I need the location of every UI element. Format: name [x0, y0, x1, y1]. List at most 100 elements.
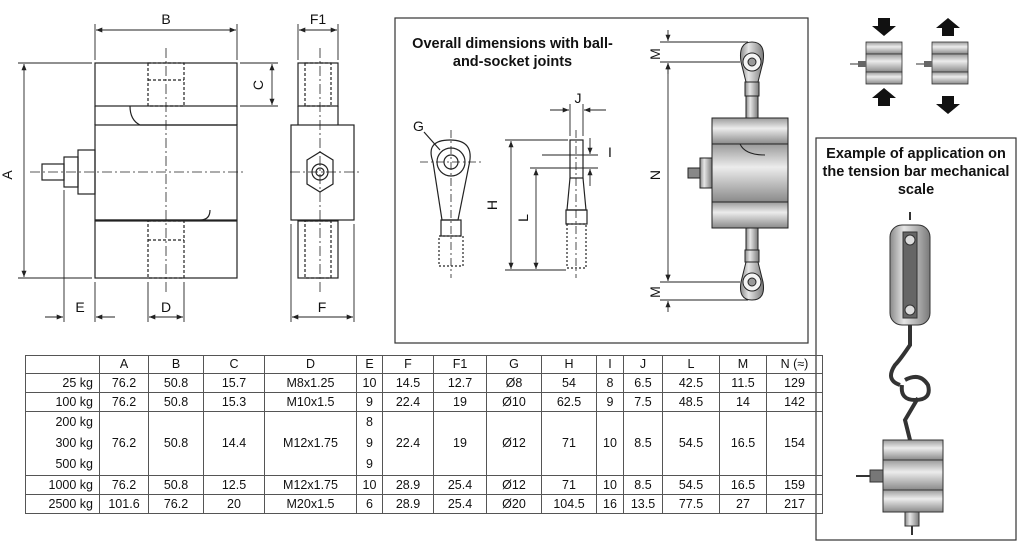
- table-header-cell: G: [486, 355, 542, 374]
- dim-label-e: E: [75, 299, 84, 315]
- compression-direction-icon: [850, 18, 903, 106]
- cell-g: Ø20: [486, 494, 542, 514]
- cell-m: 14: [719, 392, 767, 412]
- capacity-500: 500 kg: [55, 457, 93, 471]
- cell-h: 71: [541, 411, 597, 476]
- cell-n: 159: [766, 475, 823, 495]
- cell-g: Ø12: [486, 475, 542, 495]
- cell-i: 10: [596, 411, 624, 476]
- rod-end-side: [565, 130, 588, 278]
- cell-a: 101.6: [99, 494, 149, 514]
- cell-m: 16.5: [719, 411, 767, 476]
- table-header-cell: C: [203, 355, 265, 374]
- dimension-l: [530, 167, 566, 269]
- cell-b: 50.8: [148, 392, 204, 412]
- cell-f1: 19: [433, 411, 487, 476]
- cell-n: 142: [766, 392, 823, 412]
- cell-e: 6: [356, 494, 383, 514]
- table-row: 200 kg 300 kg 500 kg 76.2 50.8 14.4 M12x…: [25, 411, 823, 476]
- dim-label-a: A: [0, 170, 15, 180]
- table-header-cell: L: [662, 355, 720, 374]
- dim-label-f1: F1: [310, 11, 327, 27]
- dim-label-j: J: [575, 90, 582, 106]
- table-header-row: A B C D E F F1 G H I J L M N (≈): [25, 355, 823, 374]
- cell-f1: 19: [433, 392, 487, 412]
- cell-f: 14.5: [382, 373, 434, 393]
- ball-joint-panel-frame: [394, 17, 809, 344]
- table-header-cell: A: [99, 355, 149, 374]
- ball-joint-panel-title: Overall dimensions with ball-and-socket …: [412, 36, 613, 70]
- capacity-cell: 1000 kg: [25, 475, 100, 495]
- cell-e: 9: [366, 436, 373, 450]
- cell-e-group: 8 9 9: [356, 411, 383, 476]
- cell-f: 28.9: [382, 494, 434, 514]
- cell-g: Ø8: [486, 373, 542, 393]
- cell-h: 62.5: [541, 392, 597, 412]
- table-header-cell: E: [356, 355, 383, 374]
- cell-b: 76.2: [148, 494, 204, 514]
- table-header-cell: M: [719, 355, 767, 374]
- cell-j: 13.5: [623, 494, 663, 514]
- cell-c: 12.5: [203, 475, 265, 495]
- dimension-j: [550, 104, 606, 136]
- application-panel-title: Example of application on the tension ba…: [822, 146, 1010, 198]
- cell-d: M12x1.75: [264, 411, 357, 476]
- tension-bar-scale-illustration: [856, 212, 944, 535]
- load-cell-side-view: [290, 48, 360, 292]
- cell-a: 76.2: [99, 392, 149, 412]
- cell-a: 76.2: [99, 475, 149, 495]
- dim-label-m-top: M: [647, 48, 663, 60]
- capacity-200: 200 kg: [55, 415, 93, 429]
- cell-f: 28.9: [382, 475, 434, 495]
- table-row: 25 kg 76.2 50.8 15.7 M8x1.25 10 14.5 12.…: [25, 373, 823, 393]
- cell-m: 16.5: [719, 475, 767, 495]
- cell-i: 10: [596, 475, 624, 495]
- cell-f: 22.4: [382, 411, 434, 476]
- capacity-cell: 2500 kg: [25, 494, 100, 514]
- cell-e: 10: [356, 475, 383, 495]
- cell-j: 8.5: [623, 475, 663, 495]
- cell-f1: 12.7: [433, 373, 487, 393]
- cell-b: 50.8: [148, 475, 204, 495]
- cell-f1: 25.4: [433, 475, 487, 495]
- dimension-f1: [297, 24, 339, 60]
- dim-label-n: N: [647, 170, 663, 180]
- dimension-d: [147, 282, 185, 322]
- dim-label-f: F: [318, 299, 327, 315]
- table-header-cell: B: [148, 355, 204, 374]
- cell-h: 54: [541, 373, 597, 393]
- dim-label-m-bottom: M: [647, 286, 663, 298]
- cell-c: 14.4: [203, 411, 265, 476]
- specification-table: A B C D E F F1 G H I J L M N (≈) 25 kg 7…: [25, 355, 823, 514]
- cell-i: 9: [596, 392, 624, 412]
- load-cell-front-view: [30, 48, 245, 292]
- dimension-m-n: [660, 30, 748, 312]
- cell-h: 71: [541, 475, 597, 495]
- cell-d: M12x1.75: [264, 475, 357, 495]
- cell-e: 9: [366, 457, 373, 471]
- cell-i: 8: [596, 373, 624, 393]
- capacity-cell: 100 kg: [25, 392, 100, 412]
- cell-e: 8: [366, 415, 373, 429]
- cell-j: 8.5: [623, 411, 663, 476]
- cell-c: 20: [203, 494, 265, 514]
- dimension-f: [290, 224, 355, 322]
- cell-c: 15.3: [203, 392, 265, 412]
- cell-l: 42.5: [662, 373, 720, 393]
- cell-b: 50.8: [148, 411, 204, 476]
- cell-e: 9: [356, 392, 383, 412]
- cell-l: 77.5: [662, 494, 720, 514]
- table-header-cell: D: [264, 355, 357, 374]
- cell-n: 217: [766, 494, 823, 514]
- dimension-b: [94, 24, 238, 60]
- load-cell-with-joints: [687, 41, 789, 301]
- cell-h: 104.5: [541, 494, 597, 514]
- dim-label-d: D: [161, 299, 171, 315]
- table-row: 2500 kg 101.6 76.2 20 M20x1.5 6 28.9 25.…: [25, 494, 823, 514]
- dimension-c: [240, 62, 278, 107]
- rod-end-front: [420, 130, 482, 278]
- cell-c: 15.7: [203, 373, 265, 393]
- dim-label-l: L: [515, 214, 531, 222]
- cell-l: 48.5: [662, 392, 720, 412]
